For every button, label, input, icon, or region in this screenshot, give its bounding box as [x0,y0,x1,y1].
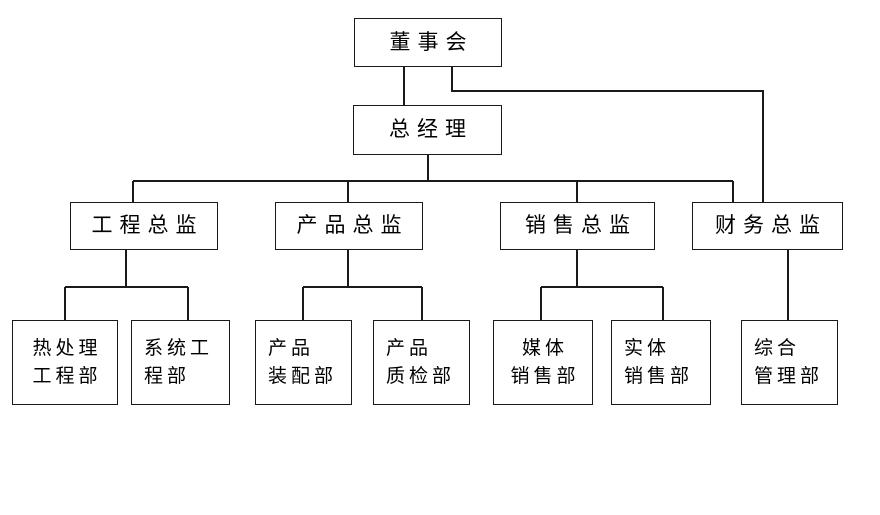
node-general-admin-dept-label-line2: 管理部 [754,364,824,387]
node-general-manager-label: 总经理 [389,117,473,142]
node-product-quality-dept-label-line1: 产品 [386,336,433,359]
node-product-assembly-dept-label-line1: 产品 [268,336,315,359]
connector-board-to-finance [451,67,764,202]
node-engineering-director[interactable]: 工程总监 [70,202,218,250]
node-media-sales-dept[interactable]: 媒体 销售部 [493,320,593,405]
node-product-quality-dept[interactable]: 产品 质检部 [373,320,470,405]
node-heat-treatment-dept-text: 热处理 工程部 [28,335,101,390]
node-product-assembly-dept-text: 产品 装配部 [256,335,351,390]
node-general-admin-dept-label-line1: 综合 [754,336,801,359]
node-physical-sales-dept[interactable]: 实体 销售部 [611,320,711,405]
node-product-assembly-dept-label-line2: 装配部 [268,364,338,387]
node-media-sales-dept-label-line2: 销售部 [510,364,580,387]
node-media-sales-dept-text: 媒体 销售部 [506,335,579,390]
node-general-manager[interactable]: 总经理 [353,105,502,155]
node-product-director[interactable]: 产品总监 [275,202,423,250]
node-board-of-directors[interactable]: 董事会 [354,18,502,67]
node-systems-engineering-dept[interactable]: 系统工 程部 [131,320,230,405]
node-systems-engineering-dept-text: 系统工 程部 [132,335,229,390]
node-product-assembly-dept[interactable]: 产品 装配部 [255,320,352,405]
node-board-of-directors-label: 董事会 [389,29,474,54]
node-product-quality-dept-label-line2: 质检部 [386,364,456,387]
node-media-sales-dept-label-line1: 媒体 [521,336,568,359]
node-sales-director[interactable]: 销售总监 [500,202,655,250]
node-systems-engineering-dept-label-line1: 系统工 [144,336,214,359]
node-heat-treatment-dept-label-line2: 工程部 [32,364,102,387]
node-product-director-label: 产品总监 [296,213,409,238]
node-sales-director-label: 销售总监 [525,213,637,238]
node-engineering-director-label: 工程总监 [91,213,204,238]
node-product-quality-dept-text: 产品 质检部 [374,335,469,390]
node-finance-director[interactable]: 财务总监 [692,202,843,250]
node-heat-treatment-dept[interactable]: 热处理 工程部 [12,320,118,405]
node-heat-treatment-dept-label-line1: 热处理 [32,336,102,359]
node-general-admin-dept-text: 综合 管理部 [742,335,837,390]
node-finance-director-label: 财务总监 [715,213,827,238]
node-physical-sales-dept-text: 实体 销售部 [612,335,710,390]
node-physical-sales-dept-label-line1: 实体 [624,336,671,359]
node-general-admin-dept[interactable]: 综合 管理部 [741,320,838,405]
node-physical-sales-dept-label-line2: 销售部 [624,364,694,387]
node-systems-engineering-dept-label-line2: 程部 [144,364,191,387]
